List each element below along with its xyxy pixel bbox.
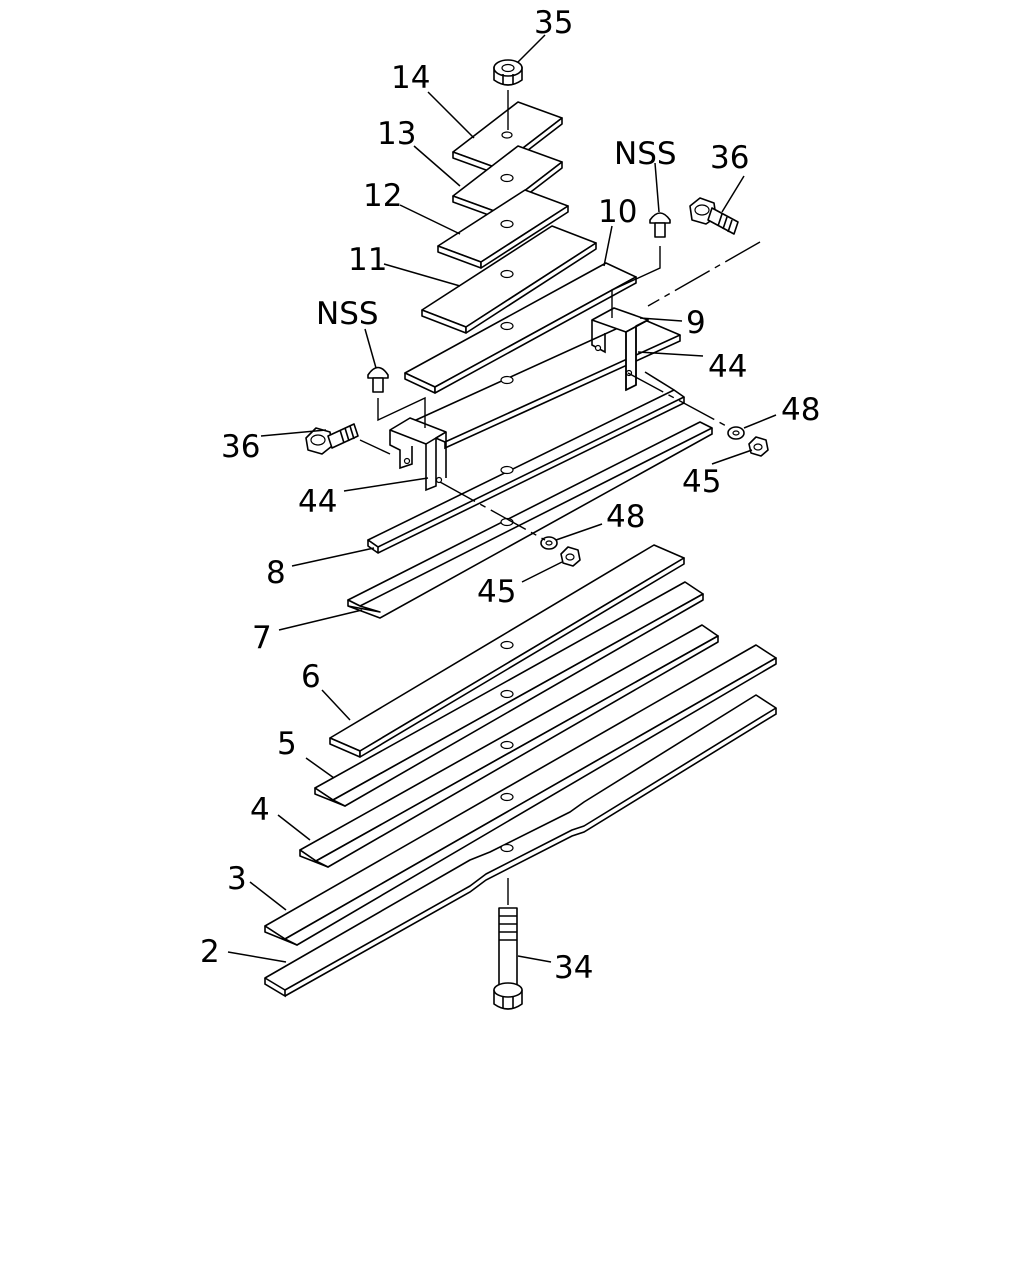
- callout-4: 4: [250, 792, 270, 828]
- nut-45-right-icon: [748, 436, 769, 457]
- leaf-7: [347, 421, 713, 619]
- callout-14: 14: [391, 60, 430, 96]
- leaf-12: [437, 189, 569, 269]
- bolt-36-left-icon: [305, 423, 391, 455]
- callout-10: 10: [598, 194, 637, 230]
- rebound-clip-left: [389, 417, 447, 492]
- centerline-right-clip: [627, 372, 731, 429]
- callout-45-right: 45: [682, 464, 721, 500]
- leaf-11: [421, 225, 597, 334]
- leaf-2: [264, 694, 777, 998]
- callout-9: 9: [686, 305, 706, 341]
- callout-6: 6: [301, 659, 321, 695]
- callout-48-right: 48: [781, 392, 820, 428]
- leaf-6: [329, 544, 685, 758]
- leaf-10: [404, 262, 637, 394]
- callout-13: 13: [377, 116, 416, 152]
- callout-34: 34: [554, 950, 593, 986]
- bolt-36-right-icon: [647, 197, 761, 307]
- callout-7: 7: [252, 620, 272, 656]
- callout-44-left: 44: [298, 484, 337, 520]
- callout-11: 11: [348, 242, 387, 278]
- callout-12: 12: [363, 178, 402, 214]
- callout-48-left: 48: [606, 499, 645, 535]
- rivet-right-icon: [611, 212, 671, 318]
- leaf-4: [299, 624, 719, 868]
- callout-2: 2: [200, 934, 220, 970]
- nut-35-icon: [493, 59, 523, 130]
- centerline-left-clip: [439, 481, 546, 541]
- callout-nss-right: NSS: [614, 136, 677, 172]
- rivet-left-icon: [367, 366, 426, 428]
- callout-36-left: 36: [221, 429, 260, 465]
- leader-lines: [227, 34, 777, 963]
- callout-5: 5: [277, 726, 297, 762]
- callout-45-left: 45: [477, 574, 516, 610]
- callout-35: 35: [534, 5, 573, 41]
- leaf-5: [314, 581, 704, 807]
- center-bolt-34-icon: [493, 878, 523, 1010]
- leaf-3: [264, 644, 777, 946]
- callout-44-right: 44: [708, 349, 747, 385]
- washer-48-right-icon: [727, 426, 745, 440]
- callout-8: 8: [266, 555, 286, 591]
- rebound-clip-right: [591, 307, 649, 392]
- nut-45-left-icon: [560, 546, 581, 567]
- callout-3: 3: [227, 861, 247, 897]
- callout-36-right: 36: [710, 140, 749, 176]
- callout-nss-left: NSS: [316, 296, 379, 332]
